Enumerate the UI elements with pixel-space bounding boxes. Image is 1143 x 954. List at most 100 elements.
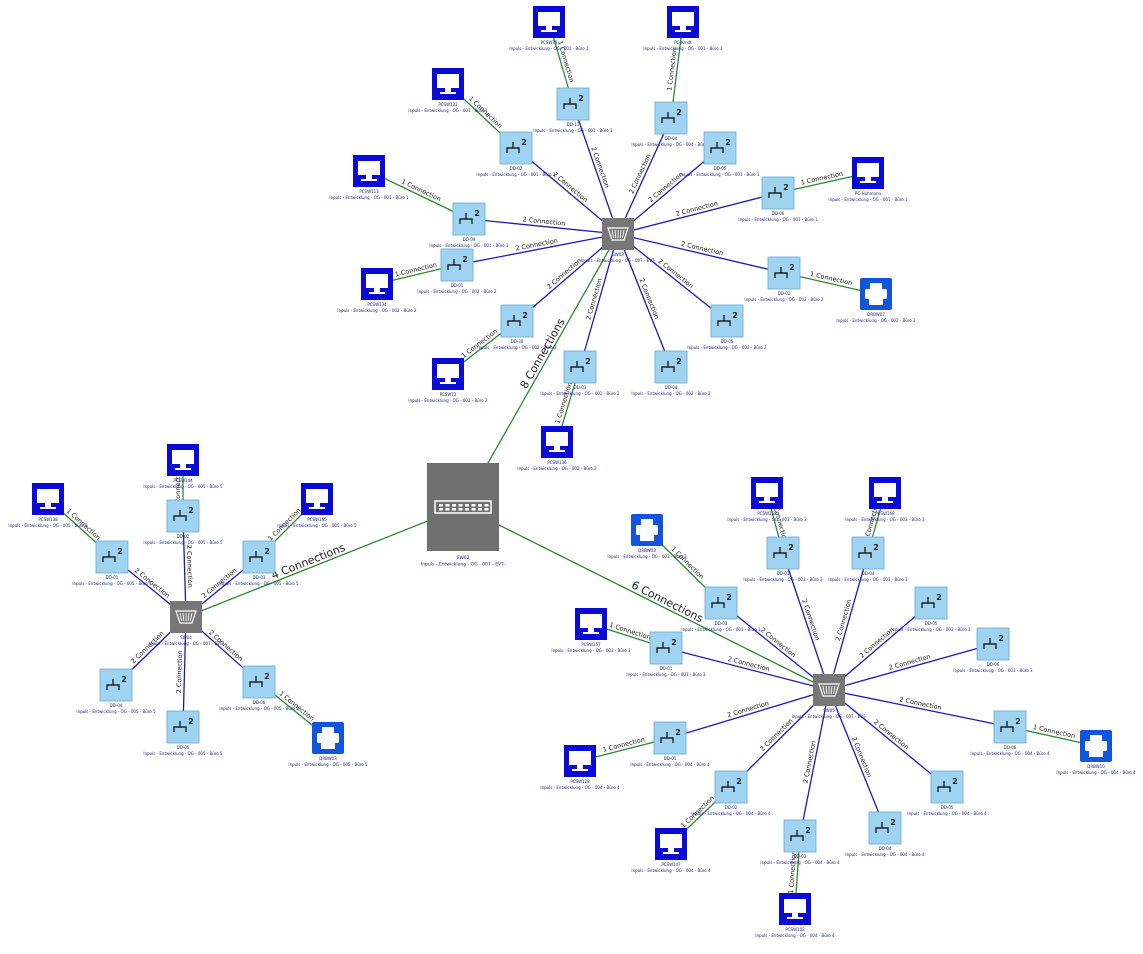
network-outlet-icon[interactable]: 2: [993, 710, 1027, 744]
printer-icon[interactable]: [312, 722, 344, 754]
printer-icon[interactable]: [860, 278, 892, 310]
computer-name: PCSW158: [757, 511, 777, 516]
printer-location: Inpuls - Entwicklung - OG - 005 - Büro 5: [288, 762, 368, 767]
network-outlet-icon[interactable]: 2: [242, 540, 276, 574]
network-outlet-icon[interactable]: 2: [99, 668, 133, 702]
computer-icon[interactable]: [575, 608, 607, 640]
svg-text:2: 2: [732, 311, 738, 320]
switch-outlet-label: 2 Connection: [551, 170, 589, 204]
network-outlet-icon[interactable]: 2: [783, 819, 817, 853]
printer-name: DRBW07: [867, 312, 885, 317]
outlet-location: Inpuls - Entwicklung - OG - 001 - Büro 1: [738, 217, 818, 222]
computer-icon[interactable]: [852, 157, 884, 189]
computer-icon[interactable]: [869, 477, 901, 509]
computer-icon[interactable]: [751, 477, 783, 509]
computer-icon[interactable]: [167, 444, 199, 476]
svg-text:2: 2: [873, 543, 879, 552]
switch-outlet-line: [572, 103, 619, 235]
switch-outlet-line: [617, 233, 728, 322]
network-outlet-icon[interactable]: 2: [851, 536, 885, 570]
svg-text:2: 2: [522, 311, 528, 320]
switch-outlet-line: [828, 689, 948, 788]
outlet-location: Inpuls - Entwicklung - OG - 003 - Büro 3: [953, 668, 1033, 673]
switch-icon[interactable]: [170, 601, 202, 633]
computer-name: PCSW113: [359, 189, 379, 194]
network-outlet-icon[interactable]: 2: [499, 131, 533, 165]
network-outlet-icon[interactable]: 2: [704, 586, 738, 620]
outlet-name: DD-03: [715, 621, 728, 626]
outlet-device-label: 1 Connection: [787, 850, 798, 893]
computer-location: Inpuls - Entwicklung - OG - 001 - Büro 1: [408, 108, 488, 113]
svg-text:2: 2: [117, 547, 123, 556]
network-outlet-icon[interactable]: 2: [653, 721, 687, 755]
svg-text:2: 2: [264, 547, 270, 556]
network-outlet-icon[interactable]: 2: [930, 770, 964, 804]
network-outlet-icon[interactable]: 2: [452, 202, 486, 236]
network-outlet-icon[interactable]: 2: [649, 631, 683, 665]
network-outlet-icon[interactable]: 2: [440, 248, 474, 282]
outlet-name: DD-04: [879, 846, 892, 851]
computer-icon[interactable]: [655, 828, 687, 860]
network-outlet-icon[interactable]: 2: [914, 586, 948, 620]
outlet-location: Inpuls - Entwicklung - OG - 005 - Büro 5: [219, 706, 299, 711]
computer-icon[interactable]: [353, 155, 385, 187]
computer-name: PCSW165: [307, 517, 327, 522]
computer-icon[interactable]: [564, 745, 596, 777]
network-outlet-icon[interactable]: 2: [761, 176, 795, 210]
network-outlet-icon[interactable]: 2: [654, 101, 688, 135]
core-switch-icon[interactable]: [427, 463, 499, 551]
network-outlet-icon[interactable]: 2: [654, 350, 688, 384]
computer-icon[interactable]: [301, 483, 333, 515]
switch-location: Inpuls - Entwicklung - OG - 007 - EVT-: [792, 714, 867, 719]
switch-outlet-line: [468, 218, 619, 235]
network-outlet-icon[interactable]: 2: [166, 710, 200, 744]
computer-icon[interactable]: [432, 68, 464, 100]
outlet-name: DD-06: [1004, 745, 1017, 750]
computer-name: PCSW168: [875, 511, 895, 516]
network-outlet-icon[interactable]: 2: [714, 770, 748, 804]
network-outlet-icon[interactable]: 2: [242, 665, 276, 699]
outlet-device-label: 1 Connection: [669, 545, 705, 581]
network-outlet-icon[interactable]: 2: [710, 304, 744, 338]
network-outlet-icon[interactable]: 2: [563, 350, 597, 384]
outlet-device-label: 1 Connection: [809, 270, 853, 287]
network-outlet-icon[interactable]: 2: [868, 811, 902, 845]
computer-location: Inpuls - Entwicklung - OG - 001 - Büro 1: [828, 197, 908, 202]
printer-location: Inpuls - Entwicklung - OG - 003 - Büro 3: [607, 554, 687, 559]
svg-text:2: 2: [1015, 717, 1021, 726]
computer-icon[interactable]: [32, 483, 64, 515]
computer-icon[interactable]: [541, 426, 573, 458]
switch-outlet-line: [617, 192, 779, 235]
network-outlet-icon[interactable]: 2: [556, 87, 590, 121]
computer-location: Inpuls - Entwicklung - OG - 005 - Büro 5: [277, 523, 357, 528]
outlet-location: Inpuls - Entwicklung - OG - 001 - Büro 1: [429, 243, 509, 248]
computer-icon[interactable]: [533, 6, 565, 38]
computer-icon[interactable]: [361, 268, 393, 300]
switch-outlet-label: 2 Connection: [175, 650, 184, 693]
switch-location: Inpuls - Entwicklung - OG - 007 - EVT-: [581, 258, 656, 263]
network-outlet-icon[interactable]: 2: [976, 627, 1010, 661]
uplink-line: [462, 506, 830, 691]
outlet-location: Inpuls - Entwicklung - OG - 004 - Büro 4: [630, 762, 710, 767]
network-outlet-icon[interactable]: 2: [703, 131, 737, 165]
computer-name: PC-Arndt: [674, 40, 692, 45]
computer-icon[interactable]: [667, 6, 699, 38]
switch-outlet-line: [828, 689, 886, 829]
printer-icon[interactable]: [631, 514, 663, 546]
switch-outlet-line: [665, 647, 830, 691]
network-outlet-icon[interactable]: 2: [95, 540, 129, 574]
network-outlet-icon[interactable]: 2: [166, 499, 200, 533]
switch-outlet-label: 2 Connection: [759, 626, 797, 659]
printer-location: Inpuls - Entwicklung - OG - 004 - Büro 4: [1056, 770, 1136, 775]
network-outlet-icon[interactable]: 2: [766, 536, 800, 570]
computer-name: PCSW72: [440, 392, 457, 397]
computer-location: Inpuls - Entwicklung - OG - 002 - Büro 2: [408, 398, 488, 403]
network-outlet-icon[interactable]: 2: [500, 304, 534, 338]
switch-icon[interactable]: [602, 218, 634, 250]
switch-icon[interactable]: [813, 674, 845, 706]
network-outlet-icon[interactable]: 2: [767, 256, 801, 290]
computer-icon[interactable]: [779, 893, 811, 925]
outlet-name: DD-30: [511, 339, 524, 344]
computer-icon[interactable]: [432, 358, 464, 390]
printer-icon[interactable]: [1080, 730, 1112, 762]
